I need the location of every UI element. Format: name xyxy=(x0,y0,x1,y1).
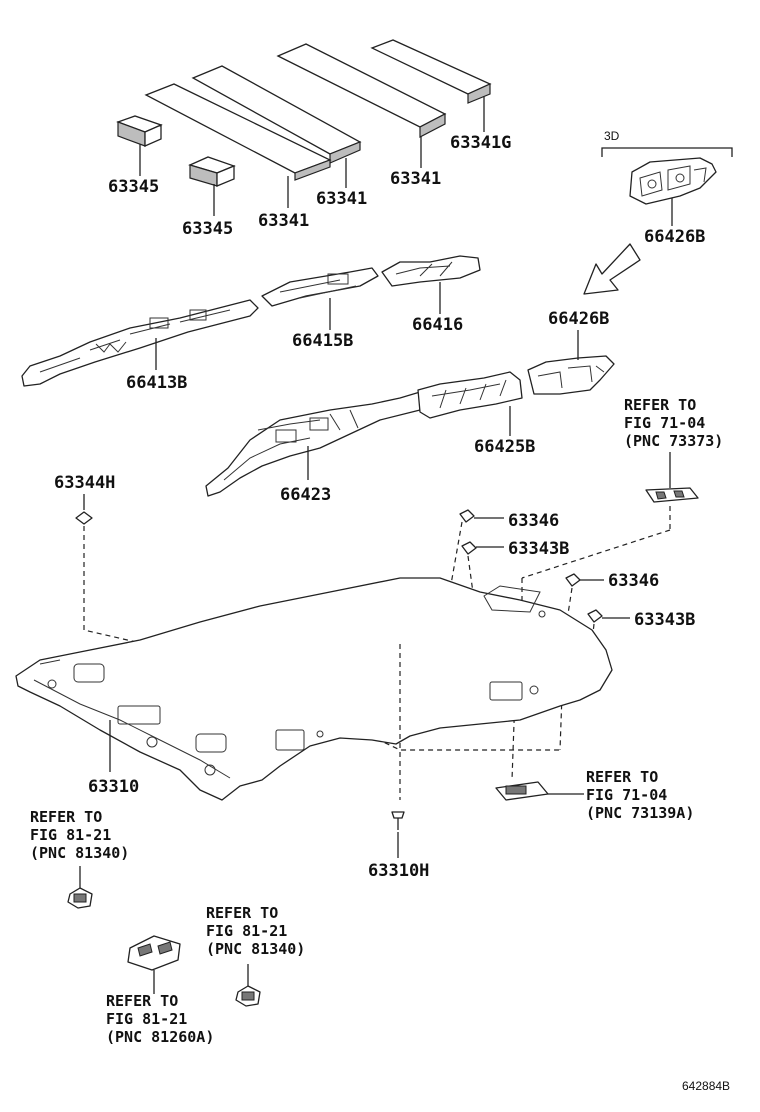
bracket-66426b-3d xyxy=(629,157,717,205)
label-66415b: 66415B xyxy=(292,331,353,351)
label-63345-bottom: 63345 xyxy=(182,219,233,239)
lamp-81340-right xyxy=(235,985,261,1007)
label-63345-top: 63345 xyxy=(108,177,159,197)
ref-73373: REFER TO FIG 71-04 (PNC 73373) xyxy=(624,396,723,450)
rail-66415b xyxy=(261,267,379,307)
label-66426b-lower: 66426B xyxy=(548,309,609,329)
label-66426b-top: 66426B xyxy=(644,227,705,247)
rail-66425b xyxy=(417,371,523,419)
dome-light-73373 xyxy=(645,487,699,503)
ref-81340-left-line2: FIG 81-21 xyxy=(30,826,111,844)
clip-63346-a xyxy=(459,509,475,523)
clip-63343b-a xyxy=(461,541,477,555)
ref-73139a-line1: REFER TO xyxy=(586,768,658,786)
ref-81340-right-line2: FIG 81-21 xyxy=(206,922,287,940)
ref-73139a-line3: (PNC 73139A) xyxy=(586,804,694,822)
clip-63343b-b xyxy=(587,609,603,623)
ref-81340-left-line3: (PNC 81340) xyxy=(30,844,129,862)
label-66423: 66423 xyxy=(280,485,331,505)
ref-81340-left-line1: REFER TO xyxy=(30,808,102,826)
label-63346-b: 63346 xyxy=(608,571,659,591)
rail-66423 xyxy=(205,391,421,497)
ref-81340-right-line1: REFER TO xyxy=(206,904,278,922)
label-63310: 63310 xyxy=(88,777,139,797)
label-66413b: 66413B xyxy=(126,373,187,393)
pad-63341-mid xyxy=(191,65,362,164)
ref-73139a-line2: FIG 71-04 xyxy=(586,786,667,804)
screw-63310h xyxy=(391,811,405,830)
lamp-81340-left xyxy=(67,887,93,909)
label-63344h: 63344H xyxy=(54,473,115,493)
label-66425b: 66425B xyxy=(474,437,535,457)
direction-arrow-icon xyxy=(583,243,641,295)
ref-81260a: REFER TO FIG 81-21 (PNC 81260A) xyxy=(106,992,214,1046)
label-63343b-b: 63343B xyxy=(634,610,695,630)
label-3d: 3D xyxy=(604,129,620,143)
ref-81340-right: REFER TO FIG 81-21 (PNC 81340) xyxy=(206,904,305,958)
ref-81260a-line1: REFER TO xyxy=(106,992,178,1010)
clip-63344h xyxy=(75,511,93,525)
headliner-63310 xyxy=(15,577,613,801)
ref-81340-right-line3: (PNC 81340) xyxy=(206,940,305,958)
bracket-66426b-lower xyxy=(527,355,615,395)
label-63343b-a: 63343B xyxy=(508,539,569,559)
rail-66416 xyxy=(381,255,481,287)
diagram-id: 642884B xyxy=(682,1079,730,1093)
label-66416: 66416 xyxy=(412,315,463,335)
ref-73373-line3: (PNC 73373) xyxy=(624,432,723,450)
pad-63345-top xyxy=(116,115,163,147)
label-63341g: 63341G xyxy=(450,133,511,153)
pad-63345-bottom xyxy=(188,156,236,187)
clip-63346-b xyxy=(565,573,581,587)
pad-63341g xyxy=(370,39,492,104)
ref-81260a-line2: FIG 81-21 xyxy=(106,1010,187,1028)
label-63310h: 63310H xyxy=(368,861,429,881)
label-63341-right: 63341 xyxy=(390,169,441,189)
ref-81260a-line3: (PNC 81260A) xyxy=(106,1028,214,1046)
label-63346-a: 63346 xyxy=(508,511,559,531)
ref-73373-line2: FIG 71-04 xyxy=(624,414,705,432)
pad-63341-left xyxy=(144,83,332,181)
label-63341-left: 63341 xyxy=(258,211,309,231)
ref-73373-line1: REFER TO xyxy=(624,396,696,414)
lamp-81260a xyxy=(127,935,181,971)
rail-66413b xyxy=(21,299,259,387)
pad-63341-right xyxy=(276,43,447,138)
ref-73139a: REFER TO FIG 71-04 (PNC 73139A) xyxy=(586,768,694,822)
label-63341-mid: 63341 xyxy=(316,189,367,209)
map-lamp-73139a xyxy=(495,781,549,801)
ref-81340-left: REFER TO FIG 81-21 (PNC 81340) xyxy=(30,808,129,862)
